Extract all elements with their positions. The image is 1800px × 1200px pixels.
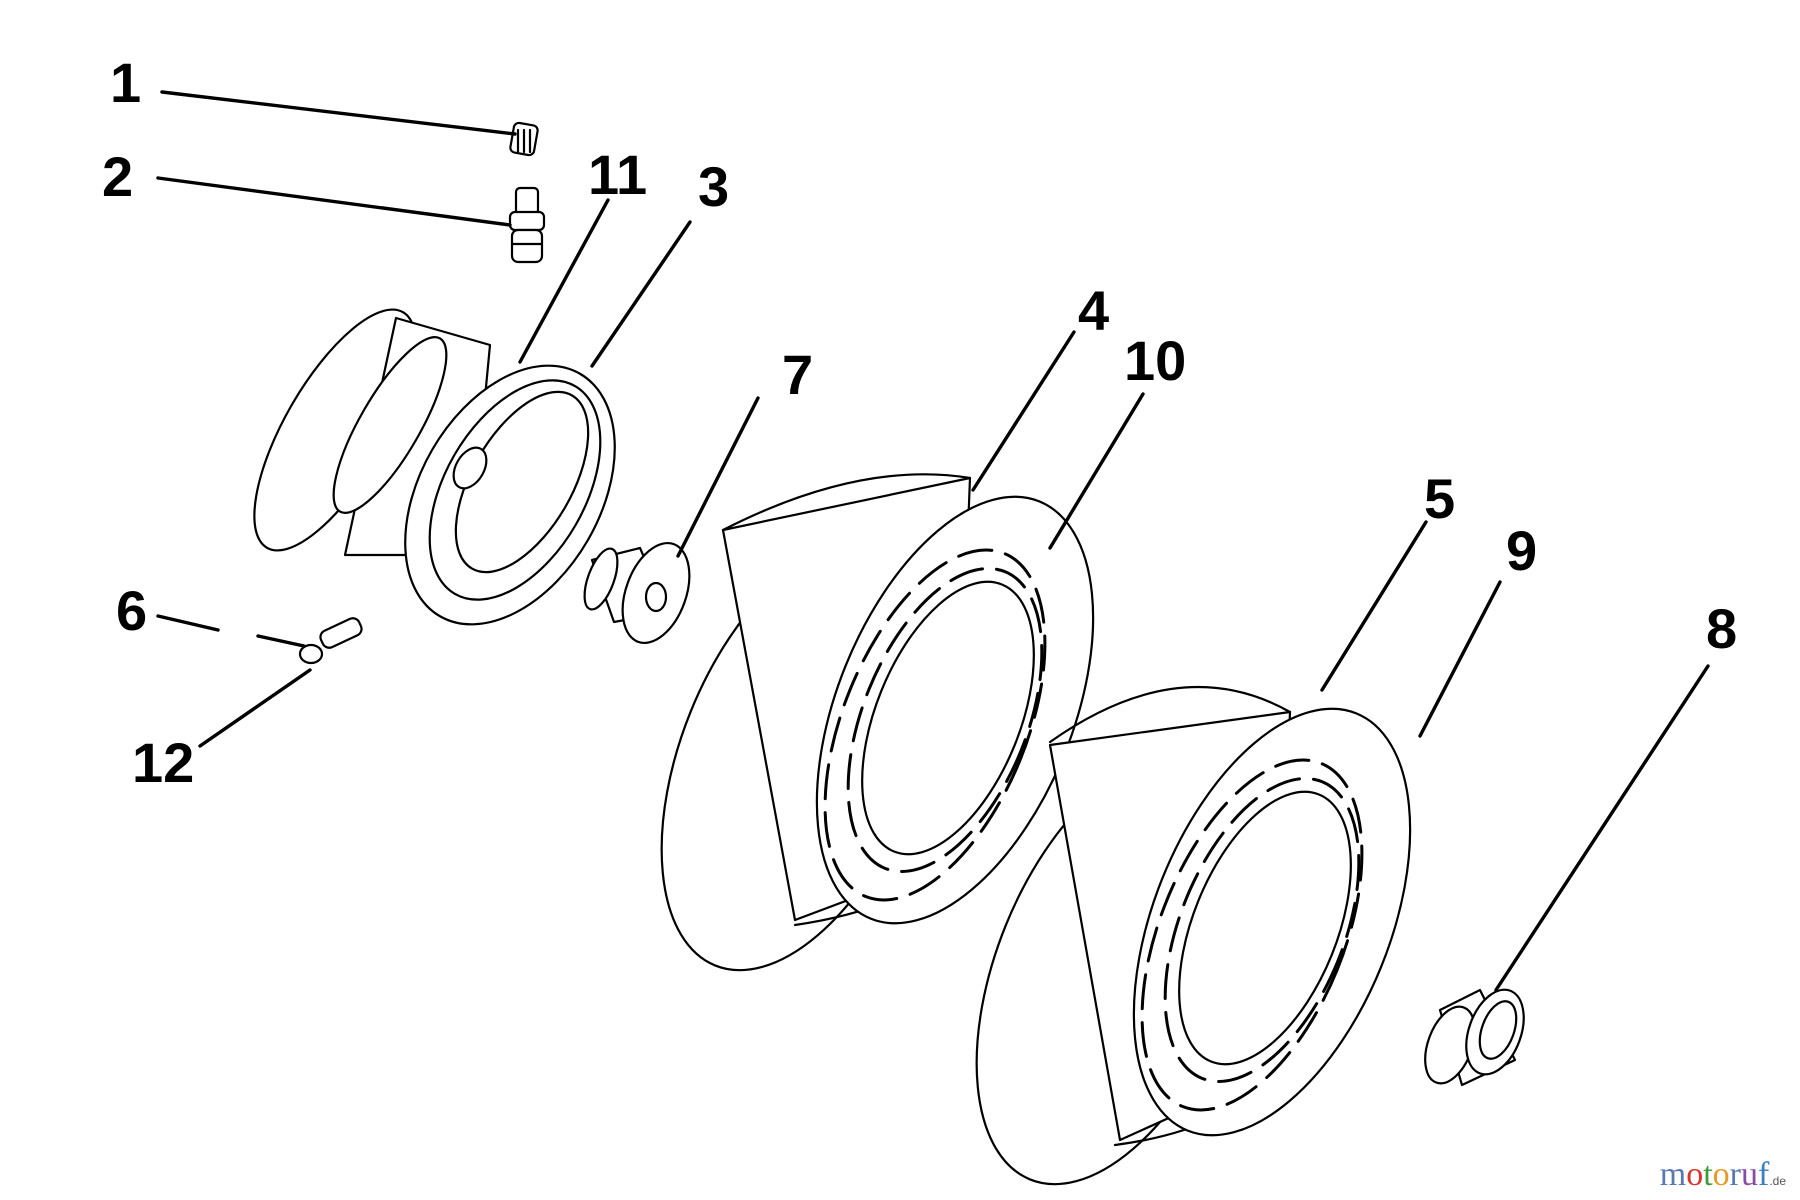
watermark-logo: motoruf.de bbox=[1660, 1156, 1786, 1194]
front-tire bbox=[660, 473, 1095, 972]
leader-7 bbox=[676, 396, 760, 558]
watermark-letter: f bbox=[1757, 1156, 1770, 1193]
watermark-letter: o bbox=[1712, 1156, 1730, 1193]
watermark-letter: m bbox=[1659, 1156, 1687, 1193]
leader-9 bbox=[1418, 580, 1502, 738]
callout-4: 4 bbox=[1078, 279, 1109, 342]
callout-12: 12 bbox=[132, 731, 194, 794]
callout-1: 1 bbox=[110, 51, 141, 114]
leader-11 bbox=[518, 198, 610, 364]
leader-4 bbox=[971, 330, 1076, 492]
callout-9: 9 bbox=[1506, 519, 1537, 582]
valve-cap bbox=[509, 121, 539, 157]
callout-7: 7 bbox=[782, 343, 813, 406]
leader-10 bbox=[1048, 392, 1145, 550]
bushing-flanged bbox=[583, 541, 691, 645]
leader-5 bbox=[1320, 520, 1428, 692]
callout-10: 10 bbox=[1124, 329, 1186, 392]
leader-12 bbox=[198, 668, 312, 748]
callout-6: 6 bbox=[116, 579, 147, 642]
callout-8: 8 bbox=[1706, 597, 1737, 660]
callout-3: 3 bbox=[698, 155, 729, 218]
watermark-letter: t bbox=[1703, 1156, 1713, 1193]
leader-1 bbox=[160, 90, 517, 136]
leader-6b bbox=[256, 634, 306, 648]
valve-stem bbox=[508, 186, 546, 264]
callouts: 1 2 11 3 4 10 7 5 9 8 6 12 bbox=[102, 51, 1737, 794]
axle-cap bbox=[1424, 988, 1525, 1087]
callout-2: 2 bbox=[102, 145, 133, 208]
watermark-letter: r bbox=[1729, 1156, 1741, 1193]
wheel-rim bbox=[253, 308, 616, 626]
watermark-letter: o bbox=[1686, 1156, 1704, 1193]
leader-2 bbox=[156, 176, 512, 227]
grease-fitting bbox=[298, 617, 363, 665]
callout-11: 11 bbox=[588, 143, 647, 206]
watermark-tld: .de bbox=[1769, 1174, 1786, 1188]
leader-3 bbox=[590, 220, 692, 368]
watermark-letter: u bbox=[1740, 1156, 1758, 1193]
rear-tire bbox=[975, 685, 1412, 1186]
callout-5: 5 bbox=[1424, 467, 1455, 530]
leader-8 bbox=[1494, 664, 1710, 992]
leader-lines bbox=[156, 90, 1710, 992]
leader-6a bbox=[156, 614, 220, 632]
